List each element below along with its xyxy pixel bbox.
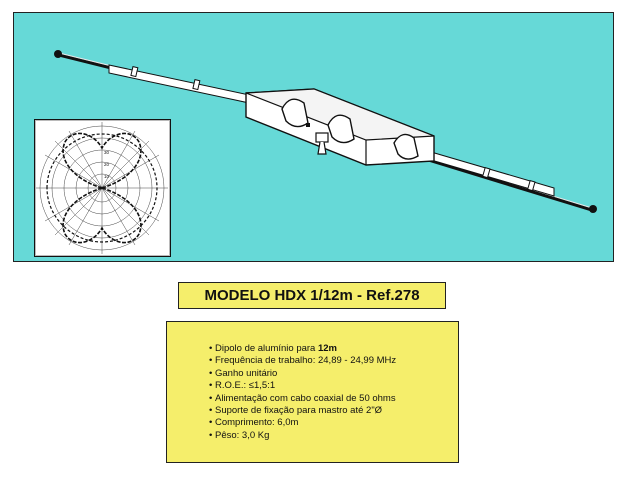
spec-text: Frequência de trabalho: 24,89 - 24,99 MH… <box>215 355 397 367</box>
spec-highlight: 12m <box>317 343 337 354</box>
spec-text: Comprimento: 6,0m <box>215 417 299 429</box>
specifications-list: •Dipolo de alumínio para 12m•Frequência … <box>209 343 458 442</box>
spec-item: •Dipolo de alumínio para 12m <box>209 343 458 355</box>
spec-text: Suporte de fixação para mastro até 2"Ø <box>215 405 383 417</box>
spec-text: Alimentação com cabo coaxial de 50 ohms <box>215 392 396 404</box>
spec-item: •Frequência de trabalho: 24,89 - 24,99 M… <box>209 355 458 367</box>
spec-text: Ganho unitário <box>215 367 278 379</box>
spec-item: •Pêso: 3,0 Kg <box>209 430 458 442</box>
bullet-icon: • <box>209 405 213 417</box>
spec-item: •Suporte de fixação para mastro até 2"Ø <box>209 405 458 417</box>
product-image-panel: 10 20 30 <box>13 12 614 262</box>
bullet-icon: • <box>209 355 213 367</box>
radiation-pattern-diagram: 10 20 30 <box>34 119 171 257</box>
dipole-antenna-illustration <box>54 50 597 213</box>
spec-item: •Ganho unitário <box>209 368 458 380</box>
bullet-icon: • <box>209 392 213 404</box>
specifications-panel: •Dipolo de alumínio para 12m•Frequência … <box>166 321 459 463</box>
spec-item: •R.O.E.: ≤1,5:1 <box>209 380 458 392</box>
spec-text: Pêso: 3,0 Kg <box>215 429 270 441</box>
spec-item: •Comprimento: 6,0m <box>209 417 458 429</box>
model-title: MODELO HDX 1/12m - Ref.278 <box>178 282 446 309</box>
spec-text: R.O.E.: ≤1,5:1 <box>215 380 276 392</box>
ring-label-30: 30 <box>104 150 110 155</box>
bullet-icon: • <box>209 429 213 441</box>
bullet-icon: • <box>209 343 213 354</box>
ring-label-20: 20 <box>104 162 110 167</box>
ring-label-10: 10 <box>104 174 110 179</box>
bullet-icon: • <box>209 380 213 392</box>
spec-item: •Alimentação com cabo coaxial de 50 ohms <box>209 393 458 405</box>
bullet-icon: • <box>209 417 213 429</box>
spec-text: Dipolo de alumínio para <box>215 343 318 354</box>
bullet-icon: • <box>209 367 213 379</box>
